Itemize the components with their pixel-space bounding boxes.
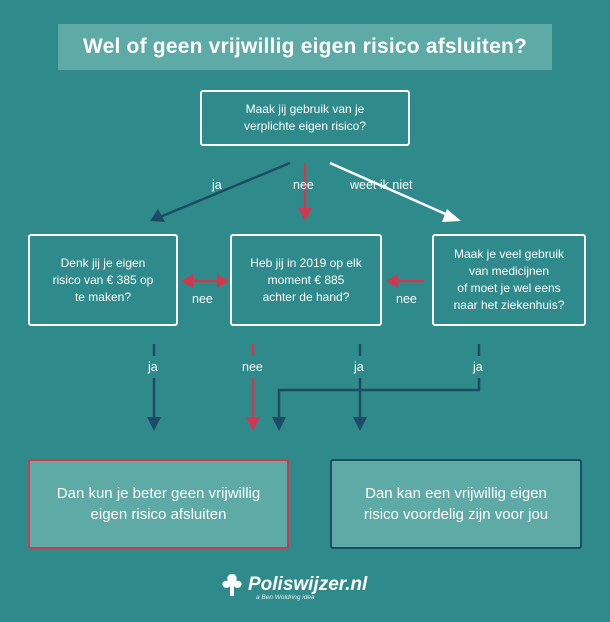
brand-name: Poliswijzer.nl	[248, 574, 368, 595]
arrowhead-q2-q3-right	[217, 274, 229, 288]
label-q4-ja: ja	[473, 360, 483, 374]
label-q1-weet-ik-niet: weet ik niet	[350, 178, 413, 192]
label-q3-ja: ja	[354, 360, 364, 374]
label-q4-q3-nee: nee	[396, 292, 417, 306]
question-text: Maak jij gebruik van je verplichte eigen…	[243, 102, 367, 133]
brand-tagline: a Ben Woldring idea	[256, 594, 315, 601]
arrow-q1-ja	[159, 161, 291, 219]
title-text: Wel of geen vrijwillig eigen risico afsl…	[82, 35, 528, 58]
arrowhead-q1-nee	[298, 208, 312, 221]
result-vrijwillig-eigen-risico-voordelig: Dan kan een vrijwillig eigen risico voor…	[330, 459, 582, 549]
label-q1-ja: ja	[212, 178, 222, 192]
result-geen-vrijwillig-eigen-risico: Dan kun je beter geen vrijwillig eigen r…	[28, 459, 289, 549]
question-text: Denk jij je eigen risico van € 385 op te…	[52, 255, 154, 304]
arrow-q4-ja-path	[277, 378, 481, 418]
question-eigen-risico-opmaken: Denk jij je eigen risico van € 385 op te…	[28, 234, 178, 326]
brand-logo: Poliswijzer.nl	[216, 572, 367, 598]
arrowhead-q2-ja	[147, 417, 161, 431]
label-q3-nee: nee	[242, 360, 263, 374]
arrowhead-q4-q3	[386, 274, 398, 288]
arrow-q1-weet	[329, 161, 451, 218]
arrowhead-q1-weet	[442, 209, 461, 222]
result-text: Dan kan een vrijwillig eigen risico voor…	[363, 485, 549, 523]
question-medicijnen-ziekenhuis: Maak je veel gebruik van medicijnen of m…	[432, 234, 586, 326]
label-q1-nee: nee	[293, 178, 314, 192]
flower-icon	[222, 574, 242, 596]
question-text: Heb jij in 2019 op elk moment € 885 acht…	[250, 255, 362, 304]
result-text: Dan kun je beter geen vrijwillig eigen r…	[56, 485, 261, 523]
label-q2-q3-nee: nee	[192, 292, 213, 306]
arrowhead-q1-ja	[150, 209, 165, 222]
page-title: Wel of geen vrijwillig eigen risico afsl…	[58, 24, 552, 70]
question-885-achter-de-hand: Heb jij in 2019 op elk moment € 885 acht…	[230, 234, 382, 326]
question-verplicht-eigen-risico: Maak jij gebruik van je verplichte eigen…	[200, 90, 410, 146]
arrowhead-q2-q3-left	[181, 274, 193, 288]
arrowhead-q3-ja	[353, 417, 367, 431]
arrowhead-q4-ja	[272, 417, 286, 431]
label-q2-ja: ja	[148, 360, 158, 374]
arrowhead-q3-nee	[246, 417, 260, 431]
question-text: Maak je veel gebruik van medicijnen of m…	[453, 247, 565, 312]
